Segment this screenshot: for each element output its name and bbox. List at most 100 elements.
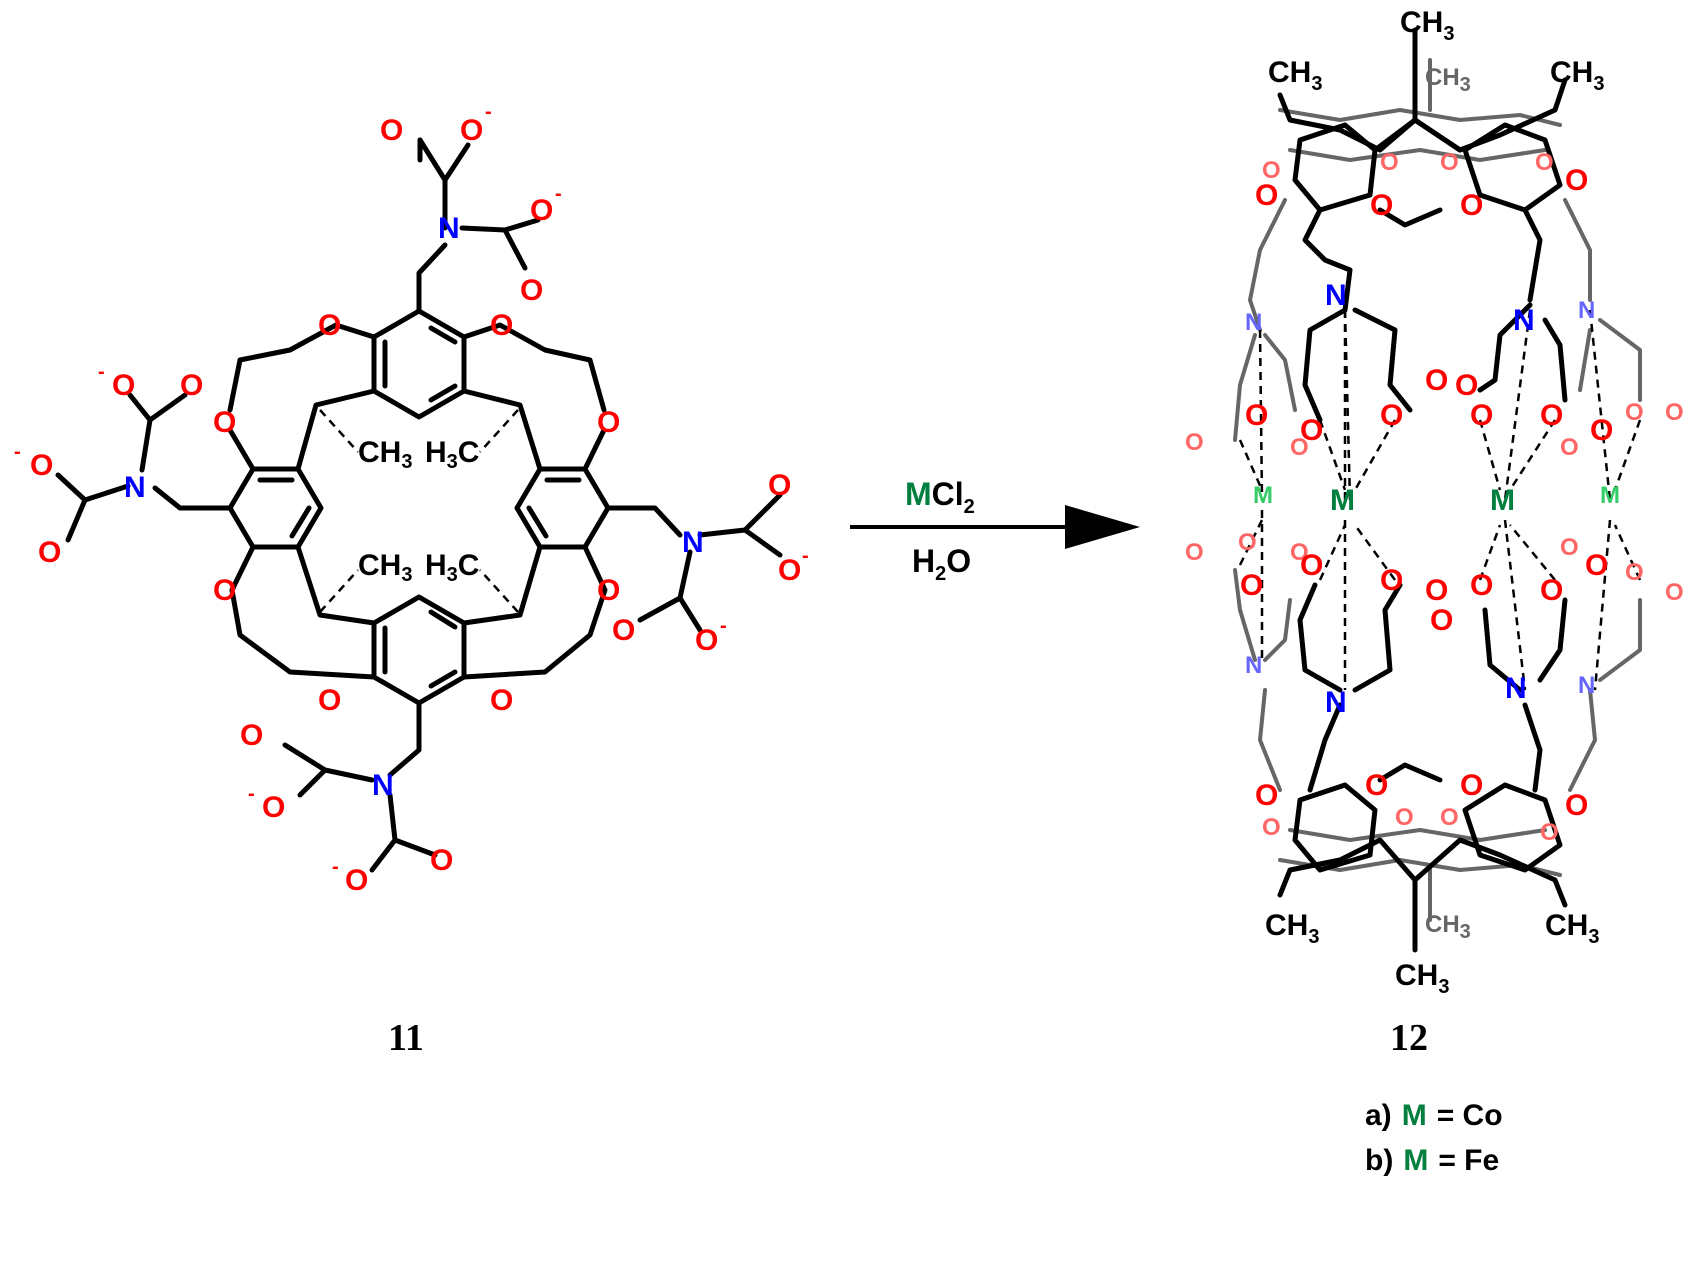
oxygen-atom: O [1262,157,1281,184]
charge-sign: - [802,545,809,567]
oxygen-atom: O [695,624,718,657]
methyl-group: CH3 [1395,959,1449,998]
oxygen-atom: O [1665,579,1684,606]
oxygen-atom: O [597,406,620,439]
charge-sign: - [555,183,562,205]
oxygen-atom: O [240,719,263,752]
metal-atom: M [1253,482,1273,509]
oxygen-atom: O [1470,569,1493,602]
oxygen-atom: O [1240,569,1263,602]
oxygen-atom: O [1425,574,1448,607]
oxygen-atom: O [1460,189,1483,222]
methyl-group: CH3 [1545,909,1599,948]
oxygen-atom: O [1300,414,1323,447]
metal-atom: M [1490,484,1515,517]
oxygen-atom: O [1430,604,1453,637]
methyl-group: CH3 [1268,56,1322,95]
oxygen-atom: O [1440,149,1459,176]
solvent-label: H2O [912,543,971,585]
oxygen-atom: O [597,574,620,607]
oxygen-atom: O [1625,399,1644,426]
methyl-group: CH3 [358,549,412,586]
compound-11-structure [55,137,783,873]
nitrogen-atom: N [1505,672,1527,705]
oxygen-atom: O [1380,149,1399,176]
oxygen-atom: O [1255,179,1278,212]
oxygen-atom: O [318,684,341,717]
oxygen-atom: O [1665,399,1684,426]
oxygen-atom: O [1255,779,1278,812]
charge-sign: - [485,101,492,123]
oxygen-atom: O [1590,414,1613,447]
oxygen-atom: O [1185,429,1204,456]
methyl-group: CH3 [1425,64,1471,96]
methyl-group: CH3 [1425,911,1471,943]
oxygen-atom: O [1290,539,1309,566]
methyl-group: CH3 [1400,6,1454,45]
compound-12-atoms: CH3 CH3 CH3 CH3 CH3 CH3 CH3 CH3 O O O O … [1185,6,1684,998]
nitrogen-atom: N [1325,686,1347,719]
charge-sign: - [720,615,727,637]
oxygen-atom: O [490,309,513,342]
oxygen-atom: O [1565,164,1588,197]
oxygen-atom: O [262,791,285,824]
nitrogen-atom: N [438,212,460,245]
nitrogen-atom: N [1245,309,1262,336]
oxygen-atom: O [1540,399,1563,432]
oxygen-atom: O [460,114,483,147]
methyl-group: CH3 [1265,909,1319,948]
oxygen-atom: O [1380,564,1403,597]
oxygen-atom: O [380,114,403,147]
oxygen-atom: O [1460,769,1483,802]
compound-label: 11 [388,1017,424,1059]
oxygen-atom: O [1585,549,1608,582]
oxygen-atom: O [1238,529,1257,556]
oxygen-atom: O [1470,399,1493,432]
compound-11-atoms: N O O - O - O O O O O O O O O N O O - O … [14,101,809,897]
methyl-group: H3C [425,549,479,586]
nitrogen-atom: N [124,471,146,504]
nitrogen-atom: N [372,769,394,802]
oxygen-atom: O [1540,819,1559,846]
oxygen-atom: O [1625,559,1644,586]
oxygen-atom: O [1560,434,1579,461]
oxygen-atom: O [1300,549,1323,582]
methyl-group: CH3 [1550,56,1604,95]
oxygen-atom: O [318,309,341,342]
legend-line-b: b)M= Fe [1365,1144,1499,1177]
compound-label: 12 [1390,1017,1428,1059]
reaction-arrow [850,505,1140,549]
oxygen-atom: O [1395,804,1414,831]
oxygen-atom: O [112,369,135,402]
oxygen-atom: O [768,469,791,502]
oxygen-atom: O [1540,574,1563,607]
oxygen-atom: O [612,614,635,647]
charge-sign: - [332,856,339,878]
nitrogen-atom: N [1325,279,1347,312]
charge-sign: - [248,783,255,805]
oxygen-atom: O [1560,534,1579,561]
oxygen-atom: O [778,554,801,587]
methyl-group: H3C [425,436,479,473]
oxygen-atom: O [430,844,453,877]
oxygen-atom: O [1245,399,1268,432]
oxygen-atom: O [213,574,236,607]
oxygen-atom: O [1185,539,1204,566]
charge-sign: - [98,361,105,383]
legend-line-a: a)M= Co [1365,1099,1503,1132]
nitrogen-atom: N [1245,652,1262,679]
charge-sign: - [14,441,21,463]
oxygen-atom: O [180,369,203,402]
reagent-label: MCl2 [905,476,975,518]
oxygen-atom: O [213,406,236,439]
compound-12-structure [1233,27,1642,953]
oxygen-atom: O [1440,804,1459,831]
oxygen-atom: O [520,274,543,307]
oxygen-atom: O [38,536,61,569]
oxygen-atom: O [1380,399,1403,432]
oxygen-atom: O [345,864,368,897]
oxygen-atom: O [1565,789,1588,822]
oxygen-atom: O [1365,769,1388,802]
metal-atom: M [1330,484,1355,517]
